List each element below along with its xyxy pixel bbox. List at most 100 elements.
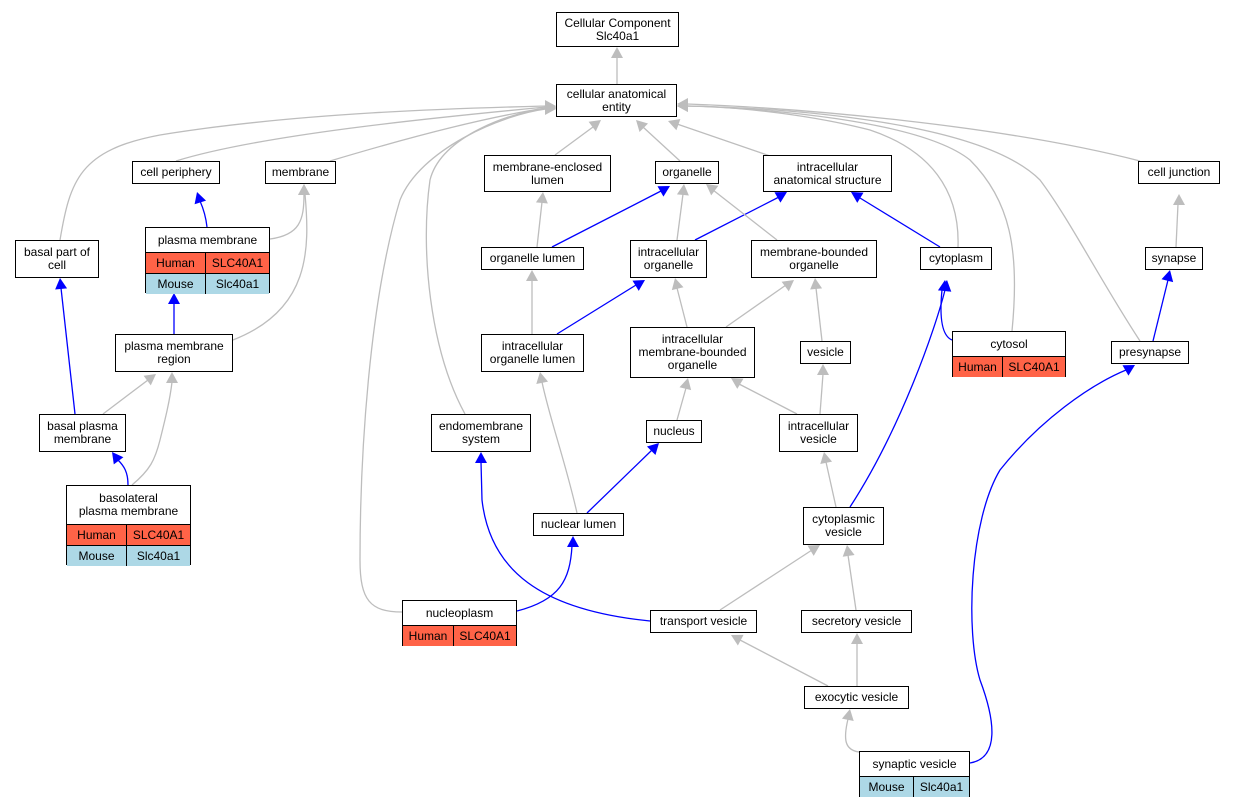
go-term-vesicle[interactable]: vesicle [800,341,851,364]
term-label: cell junction [1147,165,1211,179]
go-term-membrane-enclosed-lumen[interactable]: membrane-enclosed lumen [484,155,611,192]
edge-intracellular_organelle-to-organelle [676,184,689,241]
term-label: nucleus [653,424,695,438]
go-term-cytoplasm[interactable]: cytoplasm [920,247,992,270]
term-label: cellular anatomical entity [566,86,667,114]
term-label: secretory vesicle [811,614,902,628]
go-term-nucleus[interactable]: nucleus [646,420,702,443]
go-term-plasma-membrane-region[interactable]: plasma membrane region [115,334,233,372]
go-term-root[interactable]: Cellular Component Slc40a1 [556,12,679,47]
edge-plasma_membrane_region-to-membrane [232,184,310,341]
go-term-presynapse[interactable]: presynapse [1111,341,1189,364]
edge-nucleus-to-intracellular_membrane_bounded_organelle [676,378,692,421]
arrowhead [731,634,744,646]
arrowhead [657,186,670,197]
edge-transport_vesicle-to-endomembrane_system [475,452,651,622]
term-label: cytoplasm [928,251,984,265]
arrowhead [194,192,207,205]
term-label: basal plasma membrane [47,419,118,446]
arrowhead [55,278,68,290]
arrowhead [820,452,833,464]
edge-basal_plasma_membrane-to-plasma_membrane_region [102,374,156,415]
term-label: intracellular organelle lumen [489,339,576,366]
edge-plasma_membrane-to-cell_periphery [194,192,208,228]
go-term-membrane-bounded-organelle[interactable]: membrane-bounded organelle [751,240,877,278]
arrowhead [939,280,952,292]
go-term-cell-junction[interactable]: cell junction [1138,161,1220,184]
go-term-membrane[interactable]: membrane [265,161,336,184]
go-term-intracellular-organelle[interactable]: intracellular organelle [630,240,707,278]
arrowhead [536,372,549,384]
go-term-transport-vesicle[interactable]: transport vesicle [650,610,757,633]
gene-cell: SLC40A1 [206,253,269,273]
go-term-cellular-anatomical-entity[interactable]: cellular anatomical entity [556,84,677,117]
edge-basolateral_plasma_membrane-to-plasma_membrane_region [131,372,178,486]
arrowhead [807,545,820,556]
term-label: plasma membrane region [124,339,224,366]
go-term-intracellular-vesicle[interactable]: intracellular vesicle [779,414,858,452]
term-label: basal part of cell [23,245,91,272]
go-term-cytoplasmic-vesicle[interactable]: cytoplasmic vesicle [803,507,884,545]
term-label: cytoplasmic vesicle [812,512,875,539]
edge-organelle-to-cellular_anatomical_entity [636,120,681,162]
edge-intracellular_membrane_bounded_organelle-to-membrane_bounded_organelle [725,280,794,328]
arrowhead [588,120,601,132]
arrowhead [1122,365,1135,376]
go-term-exocytic-vesicle[interactable]: exocytic vesicle [804,686,909,709]
arrowhead [298,184,310,195]
edge-nucleoplasm-to-nuclear_lumen [516,536,579,612]
arrowhead [545,103,556,115]
go-term-intracellular-anatomical-structure[interactable]: intracellular anatomical structure [763,155,892,192]
go-term-organelle-lumen[interactable]: organelle lumen [481,247,584,270]
edge-cell_periphery-to-cellular_anatomical_entity [175,101,556,162]
go-term-endomembrane-system[interactable]: endomembrane system [431,414,531,452]
arrowhead [168,293,180,304]
arrowhead [475,452,487,463]
species-cell: Mouse [860,777,914,797]
edge-intracellular_membrane_bounded_organelle-to-intracellular_organelle [671,278,688,328]
term-label: nuclear lumen [540,517,617,531]
edge-intracellular_vesicle-to-vesicle [817,364,829,415]
arrowhead [842,545,855,557]
term-label: intracellular vesicle [787,419,850,446]
go-term-nuclear-lumen[interactable]: nuclear lumen [533,513,624,536]
go-term-intracellular-membrane-bounded-organelle[interactable]: intracellular membrane-bounded organelle [630,327,755,378]
go-term-intracellular-organelle-lumen[interactable]: intracellular organelle lumen [481,334,584,372]
arrowhead [668,118,681,131]
term-label: synapse [1151,251,1197,265]
go-term-secretory-vesicle[interactable]: secretory vesicle [801,610,912,633]
gene-cell: Slc40a1 [206,274,269,294]
edge-nuclear_lumen-to-intracellular_organelle_lumen [536,372,578,514]
edge-cytosol-to-cellular_anatomical_entity [677,100,1016,332]
edge-cytoplasmic_vesicle-to-intracellular_vesicle [820,452,837,508]
term-label: Cellular Component Slc40a1 [564,15,671,43]
go-term-synapse[interactable]: synapse [1145,247,1203,270]
edge-cell_junction-to-cellular_anatomical_entity [677,98,1141,162]
arrowhead [535,192,548,204]
go-term-cell-periphery[interactable]: cell periphery [132,161,220,184]
go-term-basal-plasma-membrane[interactable]: basal plasma membrane [39,414,126,452]
term-label: exocytic vesicle [814,690,899,704]
arrowhead [526,270,538,281]
arrowhead [810,278,823,290]
edge-membrane_enclosed_lumen-to-cellular_anatomical_entity [554,120,601,156]
arrowhead [567,536,579,547]
term-label: membrane-enclosed lumen [492,159,603,187]
gene-cell: Slc40a1 [127,546,190,566]
go-term-basal-part-of-cell[interactable]: basal part of cell [15,240,99,278]
arrowhead [1161,270,1174,283]
arrowhead [781,280,794,292]
go-term-organelle[interactable]: organelle [655,161,719,184]
